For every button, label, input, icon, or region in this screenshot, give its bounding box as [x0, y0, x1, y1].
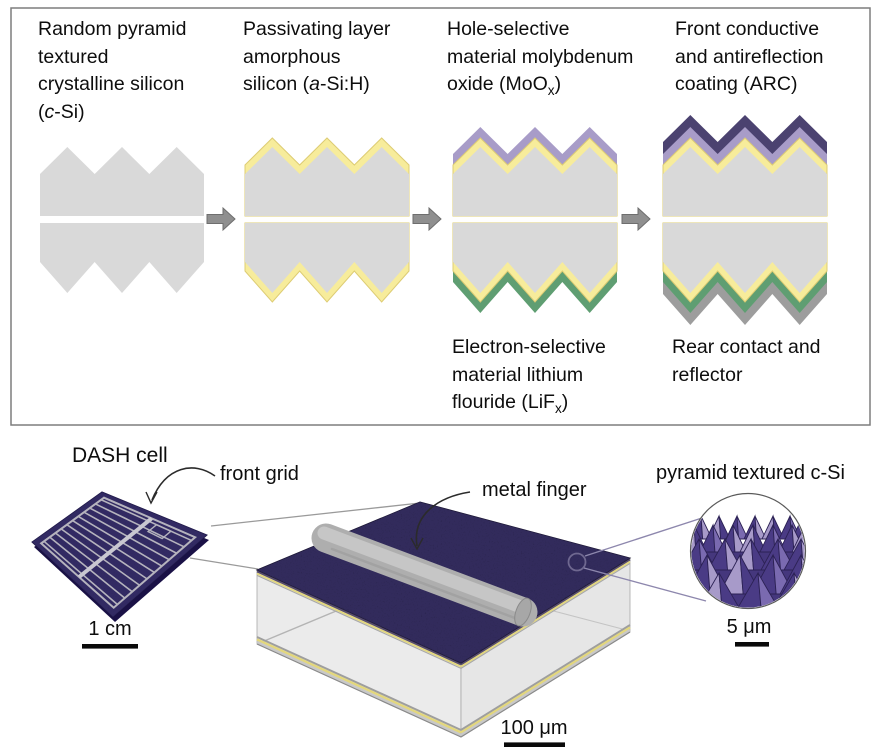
pyramid-textured-label: pyramid textured c-Si	[656, 462, 845, 484]
wafer-panel-1	[40, 147, 204, 293]
scale-label-1cm: 1 cm	[88, 618, 132, 640]
wafer-panels	[40, 115, 828, 325]
wafer-bottom-silicon	[663, 223, 827, 293]
metal-finger-end-cap	[514, 597, 532, 627]
metal-finger-arrowhead	[410, 537, 424, 551]
rear-layer-stack	[256, 624, 631, 738]
wafer-bottom-silicon	[40, 223, 204, 293]
wafer-top-silicon	[663, 147, 827, 216]
zoom-line-cell-to-block-bottom	[189, 557, 259, 570]
front-grid-label: front grid	[220, 463, 299, 485]
zoom-source-circle	[567, 552, 587, 572]
dash-cell-label: DASH cell	[72, 444, 168, 467]
grid-finger	[66, 524, 148, 580]
grid-finger	[83, 511, 170, 561]
zoom-line-cell-to-block-top	[210, 502, 421, 527]
metal-finger-arrow	[415, 491, 471, 547]
wafer-panel-4	[662, 115, 828, 325]
wafer-top-silicon	[453, 147, 617, 216]
wafer-bottom-silicon	[453, 223, 617, 293]
grid-finger	[89, 507, 178, 554]
front-grid-arrow	[151, 467, 216, 501]
scale-bar-100um	[504, 742, 565, 747]
pyramid-right-face	[805, 525, 818, 552]
grid-finger	[54, 532, 133, 593]
metal-finger	[311, 523, 538, 627]
scale-bar-5um	[735, 642, 769, 647]
grid-finger	[77, 515, 163, 567]
process-arrow	[206, 206, 236, 232]
front-layer-stack	[256, 558, 631, 669]
grid-busbar	[77, 516, 153, 579]
process-arrow	[621, 206, 651, 232]
pyramid-right-face	[802, 515, 805, 540]
zoom-line-block-to-circle-top	[584, 516, 706, 557]
wafer-top-silicon	[40, 147, 204, 216]
grid-finger	[95, 503, 185, 548]
cell-block-3d	[255, 501, 632, 738]
pyramid-zoom-circle	[689, 492, 818, 610]
textured-pyramids	[691, 514, 818, 608]
scale-label-100um: 100 μm	[500, 717, 568, 739]
pyramid-right-face	[754, 515, 767, 540]
grid-finger	[49, 536, 126, 599]
scale-label-5um: 5 μm	[726, 616, 772, 638]
front-grid-arrowhead	[145, 491, 158, 505]
pyramid-right-face	[800, 538, 805, 571]
grid-contact-pad	[146, 523, 173, 540]
process-step-arrows	[206, 206, 651, 232]
annotation-arrows	[145, 467, 471, 551]
grid-finger	[60, 528, 141, 586]
wafer-top-silicon	[245, 147, 409, 216]
process-arrow	[412, 206, 442, 232]
wafer-bottom-silicon	[245, 223, 409, 293]
zoom-line-block-to-circle-bottom	[583, 567, 707, 602]
front-grid	[39, 496, 198, 610]
scale-bar-1cm	[82, 644, 138, 649]
metal-finger-label: metal finger	[482, 479, 587, 501]
wafer-panel-3	[452, 127, 618, 313]
grid-frame	[39, 496, 198, 610]
dash-cell-illustration	[31, 491, 209, 622]
grid-finger	[100, 499, 192, 542]
grid-finger	[43, 540, 118, 606]
grid-finger	[72, 519, 155, 574]
wafer-panel-2	[244, 137, 410, 303]
pyramid-right-face	[736, 515, 749, 540]
